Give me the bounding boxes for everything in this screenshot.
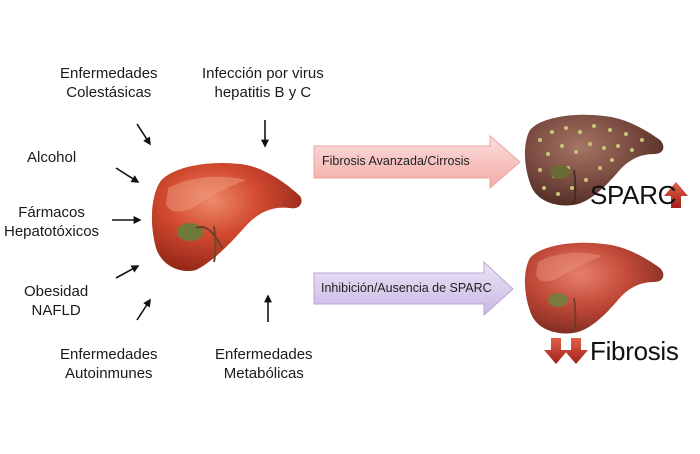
fibrosis-label: Fibrosis	[590, 336, 679, 366]
fibrosis-arrow-shape	[313, 134, 521, 190]
sparc-arrow-label: Inhibición/Ausencia de SPARC	[321, 281, 492, 295]
sparc-label: SPARC	[590, 180, 677, 210]
fibrosis-arrow-label: Fibrosis Avanzada/Cirrosis	[322, 154, 470, 168]
central-liver-image	[151, 162, 302, 272]
healthy-liver-image	[524, 242, 664, 334]
arrow-autoinmunes	[136, 298, 151, 321]
cause-arrows	[112, 120, 272, 322]
arrow-obesidad	[115, 265, 140, 279]
arrow-alcohol	[115, 167, 140, 183]
fibrosis-down-icon-2	[564, 338, 588, 364]
cirrhotic-liver-image	[524, 114, 664, 206]
sparc-up-icon	[664, 182, 688, 208]
arrow-colestasicas	[136, 123, 151, 146]
fibrosis-down-icon-1	[544, 338, 568, 364]
sparc-arrow-shape	[313, 260, 514, 317]
cause-alcohol: Alcohol	[27, 149, 77, 166]
